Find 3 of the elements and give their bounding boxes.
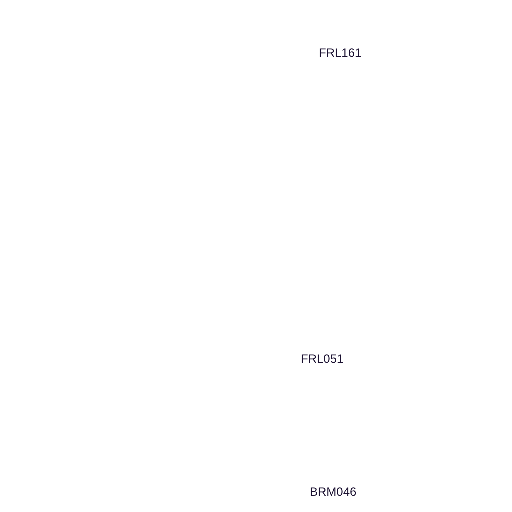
marker-label: FRL161: [319, 46, 362, 60]
marker-label: FRL051: [301, 352, 344, 366]
marker-label: BRM046: [310, 485, 357, 499]
